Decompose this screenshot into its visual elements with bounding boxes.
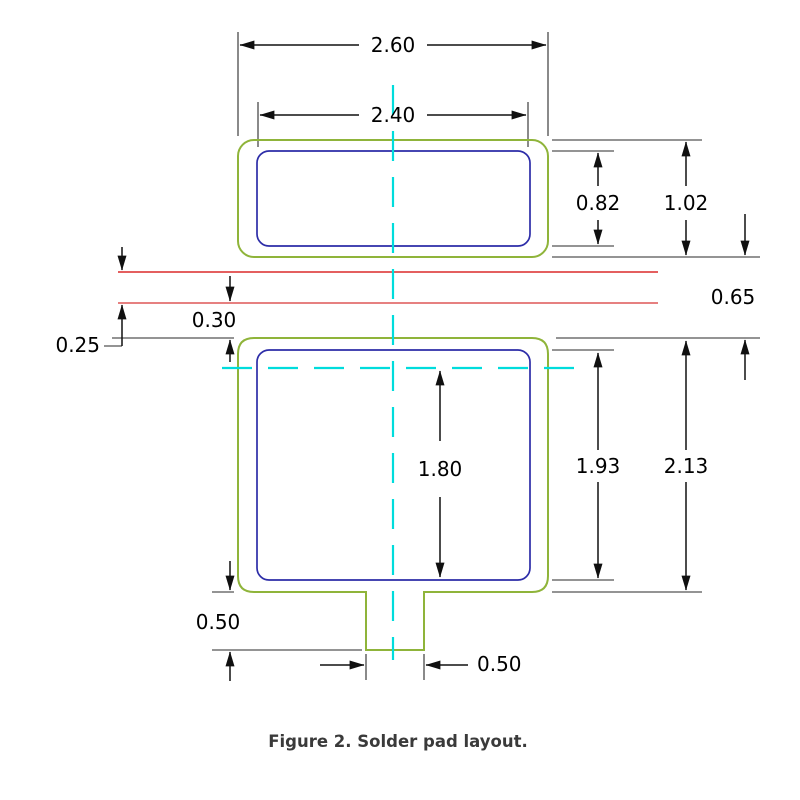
dim-tab-height: 0.50 [196,561,241,681]
dim-label: 2.40 [371,103,416,127]
dim-label: 2.13 [664,454,709,478]
dim-tab-width: 0.50 [320,652,522,676]
dim-gap-upper: 0.30 [192,276,237,362]
dim-top-pad-outer-height: 1.02 [664,141,709,256]
dim-pad-to-pad-gap: 0.65 [711,214,756,380]
figure-caption: Figure 2. Solder pad layout. [268,732,528,751]
dim-bottom-pad-outer-height: 2.13 [664,340,709,591]
dim-bottom-pad-inner-height: 1.93 [576,352,621,579]
dim-label: 0.82 [576,191,621,215]
dim-gap-lower: 0.25 [55,247,127,357]
dim-label: 0.30 [192,308,237,332]
dim-label: 1.80 [418,457,463,481]
dim-top-pad-inner-width: 2.40 [259,103,527,127]
dim-label: 0.50 [196,610,241,634]
dim-label: 1.93 [576,454,621,478]
dim-label: 2.60 [371,33,416,57]
dim-label: 0.25 [55,333,100,357]
dim-label: 0.65 [711,285,756,309]
bottom-pad-outline [237,337,549,651]
dim-label: 1.02 [664,191,709,215]
bottom-pad-inner-outline [256,349,531,581]
dim-bottom-pad-inner-span: 1.80 [418,370,463,578]
dim-top-pad-inner-height: 0.82 [576,152,621,245]
extension-lines [104,32,760,680]
dim-label: 0.50 [477,652,522,676]
dim-top-pad-outer-width: 2.60 [239,33,547,57]
